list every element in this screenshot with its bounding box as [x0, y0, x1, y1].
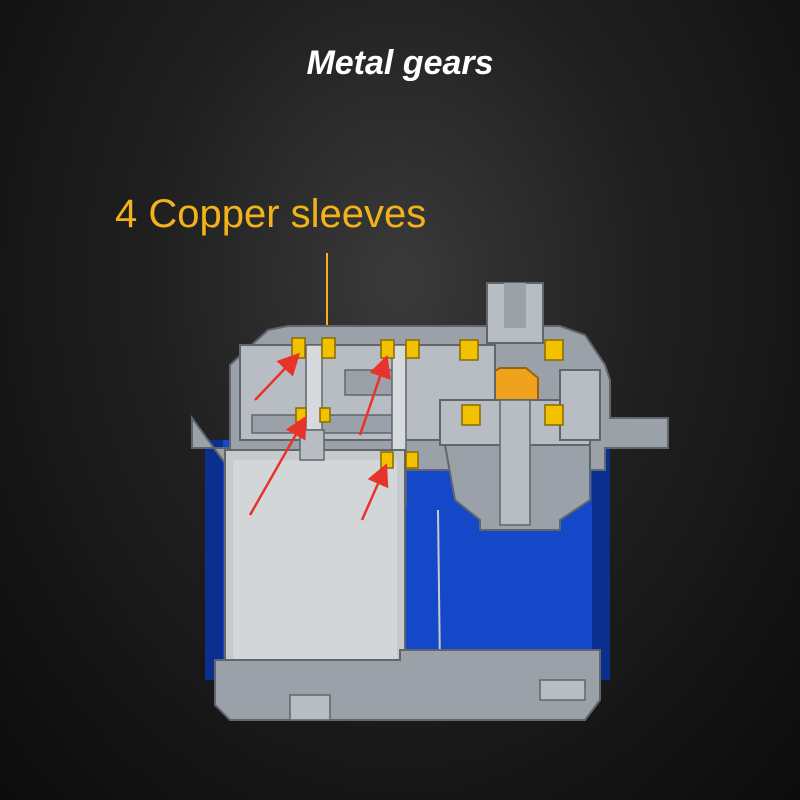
- arrow-sleeve-3: [358, 354, 391, 436]
- sleeve-4-left: [380, 451, 394, 469]
- sleeve-1-top-left: [291, 337, 306, 359]
- sleeve-2-bottom-left: [295, 407, 307, 423]
- sleeve-1-top-right: [321, 337, 336, 359]
- copper-sleeves-callout: 4 Copper sleeves: [115, 192, 427, 236]
- bearing-1: [459, 339, 479, 361]
- sleeve-3-top-right: [405, 339, 420, 359]
- bearing-2: [544, 339, 564, 361]
- sleeve-arrows: [248, 352, 391, 521]
- arrow-sleeve-1: [254, 352, 301, 401]
- sleeve-2-bottom-right: [319, 407, 331, 423]
- bearing-3: [461, 404, 481, 426]
- arrow-sleeve-2: [248, 415, 307, 516]
- page-title: Metal gears: [306, 44, 494, 82]
- sleeve-3-top-left: [380, 339, 395, 359]
- copper-sleeves: [291, 337, 564, 469]
- bearing-4: [544, 404, 564, 426]
- arrow-sleeve-4: [360, 463, 389, 521]
- sensor-wire: [437, 509, 441, 671]
- sleeve-4-right: [405, 451, 419, 469]
